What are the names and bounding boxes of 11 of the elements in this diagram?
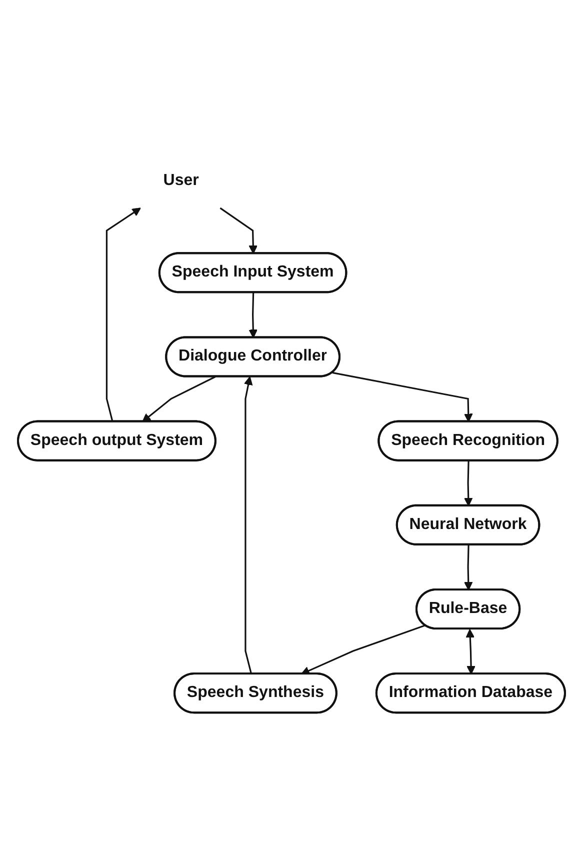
arrow — [332, 372, 473, 422]
arrow — [466, 629, 476, 675]
node-text: User — [163, 172, 199, 190]
arrow — [142, 376, 216, 422]
arrow — [464, 461, 473, 506]
arrow — [300, 624, 426, 676]
arrow — [220, 208, 258, 254]
arrow — [244, 376, 253, 674]
arrow — [248, 292, 258, 338]
arrow — [106, 208, 141, 422]
arrow — [464, 545, 473, 591]
